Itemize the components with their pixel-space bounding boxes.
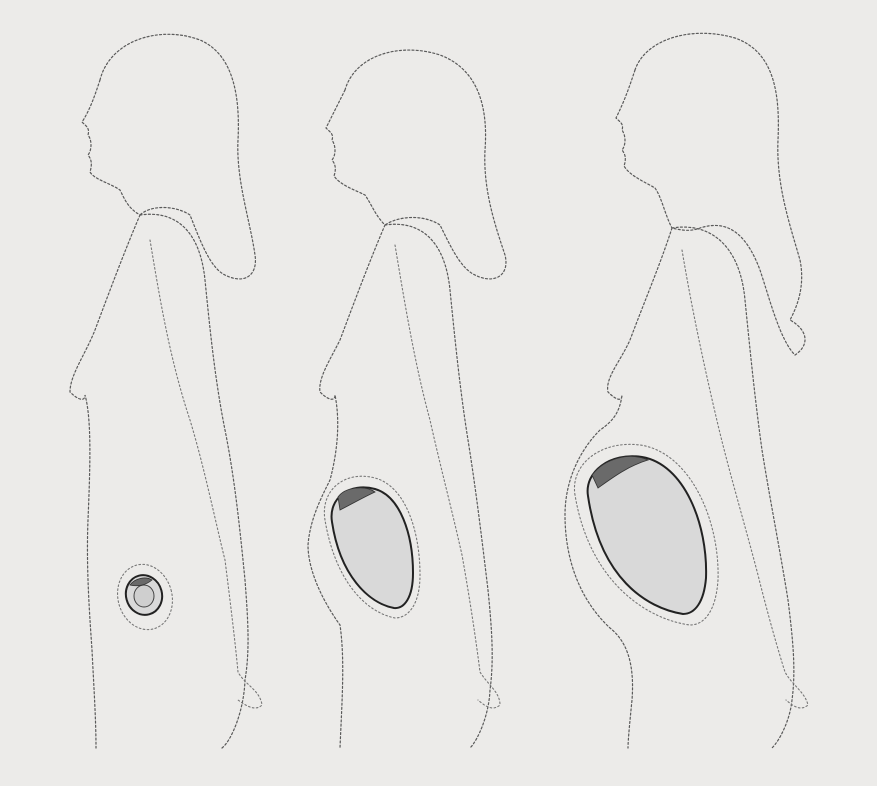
figure-1-arm [150,240,262,708]
figure-3-hair [635,33,805,355]
figure-1-face [82,80,140,215]
figure-3-back [672,227,794,748]
figure-2-hair [345,50,506,279]
figure-middle-stage [308,50,506,748]
figure-late-stage [565,33,808,748]
figure-early-stage [70,34,262,748]
figure-2-back [385,224,492,748]
figure-1-back [140,214,248,748]
figure-2-face [326,90,385,225]
figure-1-hair [100,34,255,279]
figure-1-front [70,215,140,748]
figure-1-embryo [134,585,154,607]
figure-2-arm [395,245,500,708]
figure-3-face [616,70,672,228]
figure-3-arm [682,250,808,708]
figure-2-front [308,225,385,748]
